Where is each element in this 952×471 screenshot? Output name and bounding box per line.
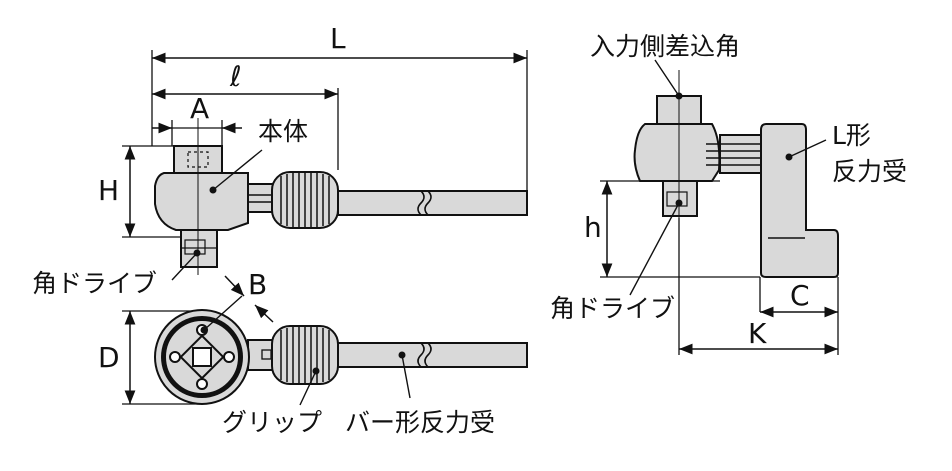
label-L: L — [330, 22, 346, 55]
break-mark-bottom — [417, 342, 432, 368]
label-h: h — [584, 211, 602, 244]
label-K: K — [748, 317, 767, 350]
label-square-drive-side: 角ドライブ — [550, 294, 675, 323]
label-bar-reaction: バー形反力受 — [345, 408, 495, 437]
square-drive-side — [662, 180, 698, 217]
label-H: H — [98, 174, 119, 207]
bottom-view — [122, 275, 528, 406]
neck-top — [247, 183, 276, 213]
main-body-side — [633, 123, 721, 182]
right-view — [600, 59, 839, 355]
label-C: C — [790, 279, 810, 312]
label-D: D — [98, 341, 120, 374]
label-l: ℓ — [229, 60, 242, 93]
label-l-reaction-line1: L形 — [832, 121, 871, 150]
label-body: 本体 — [258, 117, 308, 146]
labels: L ℓ A H 本体 角ドライブ B D グリップ バー形反力受 入力側差込角 … — [32, 22, 907, 437]
label-grip: グリップ — [222, 408, 322, 437]
label-input-square: 入力側差込角 — [590, 32, 740, 61]
dim-B-line — [224, 275, 245, 297]
break-mark-top — [417, 190, 432, 216]
main-body-top — [154, 172, 249, 231]
bar-reaction-rod-top — [337, 190, 528, 216]
top-view — [122, 50, 528, 281]
label-square-drive-top: 角ドライブ — [32, 269, 157, 298]
label-B: B — [248, 268, 267, 301]
label-A: A — [190, 92, 209, 125]
label-l-reaction-line2: 反力受 — [832, 157, 907, 186]
l-reaction-block — [760, 123, 839, 278]
bar-reaction-rod-bottom — [337, 342, 528, 368]
